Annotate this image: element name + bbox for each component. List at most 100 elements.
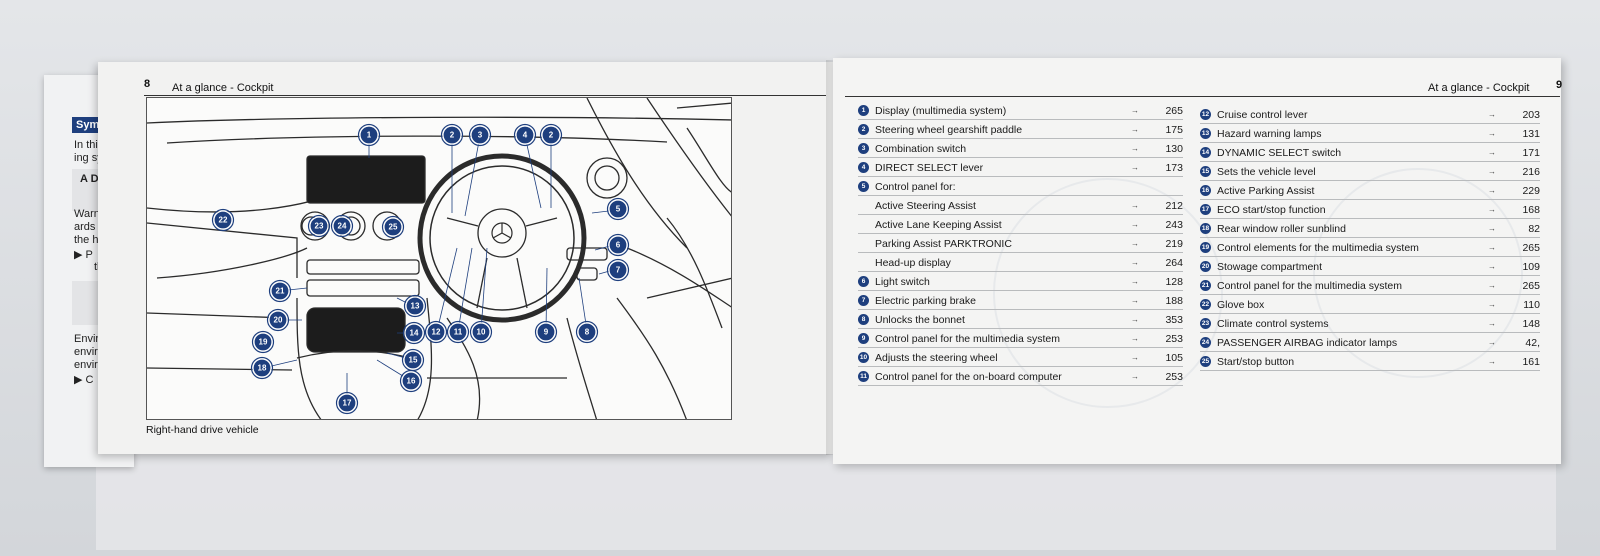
page-ref-arrow-icon: → <box>1488 167 1496 176</box>
legend-label: Hazard warning lamps <box>1217 127 1322 140</box>
header-rule <box>845 96 1560 97</box>
svg-text:17: 17 <box>343 399 352 408</box>
svg-text:19: 19 <box>259 338 268 347</box>
legend-page-ref: 148 <box>1522 317 1540 330</box>
page-ref-arrow-icon: → <box>1131 277 1139 286</box>
callout-4: 4 <box>513 123 537 147</box>
legend-label: Control panel for the multimedia system <box>875 332 1060 345</box>
under-line: Warn <box>74 208 100 220</box>
legend-label: Control panel for the on-board computer <box>875 370 1062 383</box>
svg-text:2: 2 <box>450 131 455 140</box>
svg-text:4: 4 <box>523 131 528 140</box>
cockpit-diagram: 1 2 3 4 2 5 6 7 8 9 10 11 12 13 14 15 16… <box>146 97 732 420</box>
right-page <box>833 58 1561 464</box>
under-line: A D <box>80 173 99 185</box>
legend-page-ref: 105 <box>1165 351 1183 364</box>
page-ref-arrow-icon: → <box>1488 186 1496 195</box>
legend-number-badge: 20 <box>1200 261 1211 272</box>
legend-label: Steering wheel gearshift paddle <box>875 123 1023 136</box>
page-ref-arrow-icon: → <box>1131 125 1139 134</box>
svg-text:25: 25 <box>389 223 398 232</box>
legend-label: Sets the vehicle level <box>1217 165 1316 178</box>
legend-page-ref: 168 <box>1522 203 1540 216</box>
under-line: ards <box>74 221 96 233</box>
legend-row: Head-up display→264 <box>858 254 1183 272</box>
legend-page-ref: 219 <box>1165 237 1183 250</box>
legend-row: 20 Stowage compartment → 109 <box>1200 258 1540 276</box>
page-ref-arrow-icon: → <box>1488 129 1496 138</box>
left-page-header: At a glance - Cockpit <box>172 82 274 94</box>
legend-page-ref: 253 <box>1165 332 1183 345</box>
legend-number-badge: 12 <box>1200 109 1211 120</box>
callout-20: 20 <box>266 308 290 332</box>
callout-12: 12 <box>424 320 448 344</box>
callout-3: 3 <box>468 123 492 147</box>
legend-label: Light switch <box>875 275 930 288</box>
legend-label: Glove box <box>1217 298 1265 311</box>
legend-label: Control elements for the multimedia syst… <box>1217 241 1419 254</box>
svg-text:15: 15 <box>409 356 418 365</box>
legend-page-ref: 203 <box>1522 108 1540 121</box>
page-ref-arrow-icon: → <box>1131 334 1139 343</box>
legend-label: Display (multimedia system) <box>875 104 1007 117</box>
svg-text:20: 20 <box>274 316 283 325</box>
legend-page-ref: 353 <box>1165 313 1183 326</box>
legend-number-badge: 4 <box>858 162 869 173</box>
legend-number-badge: 25 <box>1200 356 1211 367</box>
legend-number-badge: 13 <box>1200 128 1211 139</box>
page-ref-arrow-icon: → <box>1488 281 1496 290</box>
page-ref-arrow-icon: → <box>1488 262 1496 271</box>
legend-number-badge: 5 <box>858 181 869 192</box>
left-page-number: 8 <box>144 78 151 90</box>
callout-15: 15 <box>401 348 425 372</box>
under-line: ▶ C <box>74 374 94 386</box>
callout-10: 10 <box>469 320 493 344</box>
legend-label: Unlocks the bonnet <box>875 313 965 326</box>
under-line: the h <box>74 234 99 246</box>
page-ref-arrow-icon: → <box>1488 357 1496 366</box>
legend-row: Active Steering Assist→212 <box>858 197 1183 215</box>
legend-page-ref: 188 <box>1165 294 1183 307</box>
page-ref-arrow-icon: → <box>1131 296 1139 305</box>
legend-label: PASSENGER AIRBAG indicator lamps <box>1217 336 1398 349</box>
legend-number-badge: 10 <box>858 352 869 363</box>
page-ref-arrow-icon: → <box>1488 148 1496 157</box>
svg-text:24: 24 <box>338 222 347 231</box>
legend-page-ref: 161 <box>1522 355 1540 368</box>
callout-23: 23 <box>307 214 331 238</box>
legend-number-badge: 6 <box>858 276 869 287</box>
legend-page-ref: 212 <box>1165 199 1183 212</box>
cockpit-illustration: 1 2 3 4 2 5 6 7 8 9 10 11 12 13 14 15 16… <box>147 98 731 419</box>
legend-page-ref: 229 <box>1522 184 1540 197</box>
svg-text:11: 11 <box>454 328 463 337</box>
legend-number-badge: 8 <box>858 314 869 325</box>
callout-2b: 2 <box>539 123 563 147</box>
legend-page-ref: 109 <box>1522 260 1540 273</box>
legend-page-ref: 82 <box>1528 222 1540 235</box>
callout-19: 19 <box>251 330 275 354</box>
page-ref-arrow-icon: → <box>1131 258 1139 267</box>
legend-label: DYNAMIC SELECT switch <box>1217 146 1342 159</box>
legend-number-badge: 14 <box>1200 147 1211 158</box>
legend-number-badge: 22 <box>1200 299 1211 310</box>
legend-label: ECO start/stop function <box>1217 203 1326 216</box>
legend-page-ref: 264 <box>1165 256 1183 269</box>
callout-16: 16 <box>399 369 423 393</box>
callout-7: 7 <box>606 258 630 282</box>
legend-number-badge: 15 <box>1200 166 1211 177</box>
legend-page-ref: 265 <box>1522 241 1540 254</box>
legend-label: Stowage compartment <box>1217 260 1323 273</box>
legend-label: Active Steering Assist <box>875 199 976 212</box>
legend-number-badge: 23 <box>1200 318 1211 329</box>
